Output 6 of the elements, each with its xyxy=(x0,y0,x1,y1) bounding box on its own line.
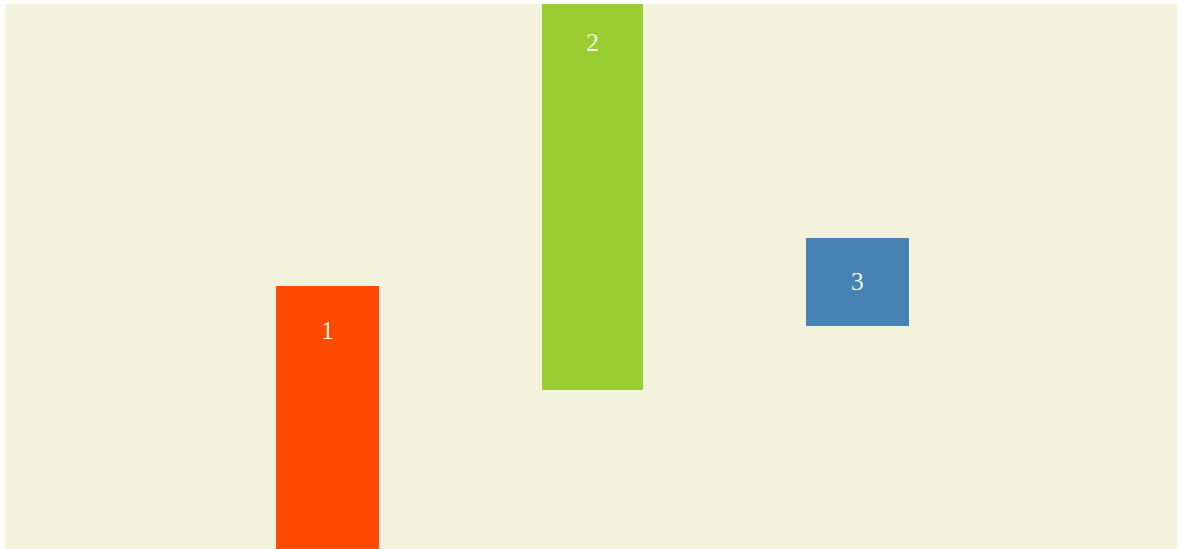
colored-bar xyxy=(542,4,643,390)
bar-number: 1 xyxy=(321,318,334,344)
colored-bar xyxy=(276,286,379,549)
bar-number: 2 xyxy=(586,30,599,56)
colored-box xyxy=(806,238,909,326)
bar-number: 3 xyxy=(851,269,864,295)
